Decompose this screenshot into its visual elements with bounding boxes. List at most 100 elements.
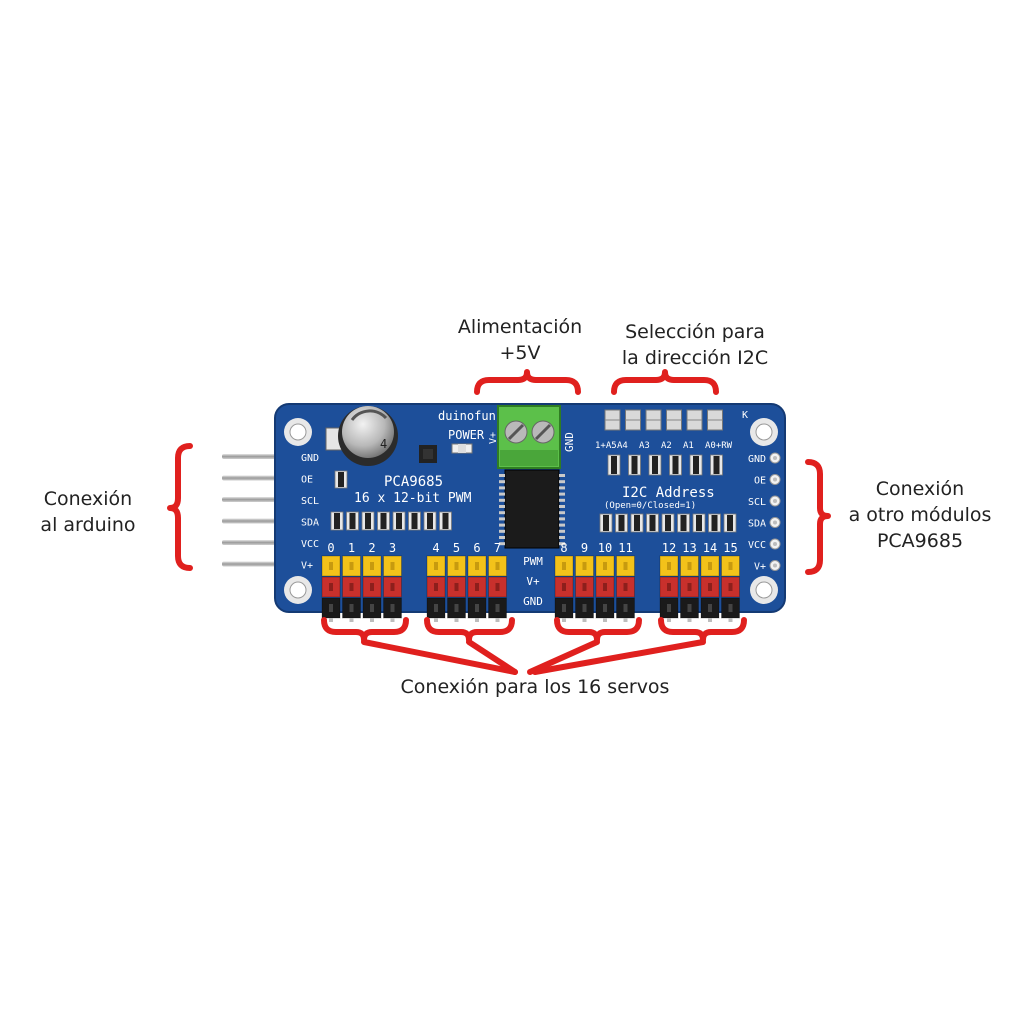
subtitle-text: 16 x 12-bit PWM xyxy=(354,491,472,506)
power-led xyxy=(451,443,473,454)
i2c-address-jumpers[interactable] xyxy=(604,409,723,431)
header-pin[interactable] xyxy=(222,540,288,545)
servo-pin-socket xyxy=(603,562,607,570)
servo-pin-socket xyxy=(495,583,500,591)
resistor-body xyxy=(442,513,449,529)
ic-pin xyxy=(559,511,565,515)
servo-pin-leg xyxy=(349,618,354,622)
address-label: A1 xyxy=(683,441,694,451)
servo-pin-leg xyxy=(728,618,733,622)
capacitor: 4 xyxy=(325,406,398,466)
brand-text: duinofun xyxy=(438,409,496,423)
servo-header-channel[interactable] xyxy=(721,555,740,622)
left-pin-label: SCL xyxy=(301,496,319,507)
header-pin[interactable] xyxy=(222,518,288,524)
bracket-chain xyxy=(805,459,831,575)
channel-number: 8 xyxy=(560,541,567,555)
servo-pin-socket xyxy=(667,562,671,570)
resistor-body xyxy=(603,515,609,531)
servo-pin-socket xyxy=(687,562,692,570)
bracket-arduino xyxy=(167,443,193,571)
servo-pin-socket xyxy=(329,583,333,591)
ic-pin xyxy=(559,486,565,490)
servo-pin-socket xyxy=(582,604,587,612)
servo-pin-socket xyxy=(434,562,438,570)
servo-pin-socket xyxy=(728,583,733,591)
servo-pin-socket xyxy=(454,583,459,591)
pointer-line-2 xyxy=(466,639,518,675)
servo-header-channel[interactable] xyxy=(680,555,699,622)
servo-header-channel[interactable] xyxy=(488,555,507,622)
address-label: A2 xyxy=(661,441,672,451)
servo-header-channel[interactable] xyxy=(447,555,466,622)
chain-connector-pads[interactable] xyxy=(769,452,781,571)
resistor-body xyxy=(713,456,720,474)
ic-pin xyxy=(499,498,505,502)
servo-header-channel[interactable] xyxy=(595,555,615,622)
header-pin[interactable] xyxy=(222,475,288,481)
resistor-body xyxy=(693,456,699,474)
channel-number: 7 xyxy=(494,541,501,555)
ic-pin xyxy=(559,480,565,484)
servo-header-channel[interactable] xyxy=(554,555,574,622)
servo-pin-leg xyxy=(370,618,374,622)
servo-pin-socket xyxy=(667,604,671,612)
servo-header-channel[interactable] xyxy=(362,555,382,622)
chain-pad-hole xyxy=(773,477,777,482)
servo-pin-socket xyxy=(562,604,566,612)
servo-header-channel[interactable] xyxy=(659,555,679,622)
servo-pin-socket xyxy=(623,562,628,570)
right-pin-label: SCL xyxy=(748,497,766,508)
servo-pin-socket xyxy=(349,604,354,612)
chain-pad-hole xyxy=(773,520,777,525)
i2c-title: I2C Address xyxy=(622,485,715,501)
servo-pin-leg xyxy=(434,618,438,622)
header-pin[interactable] xyxy=(222,454,288,459)
servo-pin-socket xyxy=(708,562,712,570)
header-pin[interactable] xyxy=(222,561,288,567)
ic-pin xyxy=(559,505,565,508)
channel-number: 0 xyxy=(327,541,334,555)
channel-number: 9 xyxy=(581,541,588,555)
left-pin-label: OE xyxy=(301,475,313,486)
header-pin[interactable] xyxy=(222,497,288,502)
resistor-body xyxy=(618,515,625,531)
servo-header-channel[interactable] xyxy=(700,555,720,622)
servo-header-channel[interactable] xyxy=(383,555,402,622)
pca9685-ic xyxy=(499,469,565,549)
ic-pin xyxy=(499,480,505,484)
chain-pad-hole xyxy=(773,499,777,503)
ic-pin xyxy=(499,492,505,496)
resistor-body xyxy=(411,513,418,529)
chain-pad-hole xyxy=(773,563,777,568)
power-terminal-block[interactable] xyxy=(497,405,561,469)
servo-header-channel[interactable] xyxy=(342,555,361,622)
pointer-line-3 xyxy=(527,639,600,675)
servo-pin-leg xyxy=(603,618,607,622)
servo-pin-socket xyxy=(495,604,500,612)
terminal-gnd-label: GND xyxy=(563,432,576,452)
servo-headers[interactable] xyxy=(321,555,740,622)
servo-header-channel[interactable] xyxy=(575,555,594,622)
servo-header-channel[interactable] xyxy=(426,555,446,622)
mounting-hole-br xyxy=(750,576,778,604)
servo-header-channel[interactable] xyxy=(467,555,487,622)
servo-pin-leg xyxy=(582,618,587,622)
servo-pin-socket xyxy=(390,562,395,570)
servo-pin-leg xyxy=(390,618,395,622)
resistor-body xyxy=(349,513,356,529)
servo-pin-socket xyxy=(667,583,671,591)
channel-number: 1 xyxy=(348,541,355,555)
servo-pin-leg xyxy=(708,618,712,622)
servo-header-channel[interactable] xyxy=(321,555,341,622)
bracket-servos-2 xyxy=(424,617,515,643)
channel-number: 12 xyxy=(662,541,676,555)
resistor-body xyxy=(711,515,718,531)
servo-pin-socket xyxy=(454,562,459,570)
servo-pin-leg xyxy=(562,618,566,622)
servo-header-channel[interactable] xyxy=(616,555,635,622)
power-label: Alimentación +5V xyxy=(457,316,583,364)
